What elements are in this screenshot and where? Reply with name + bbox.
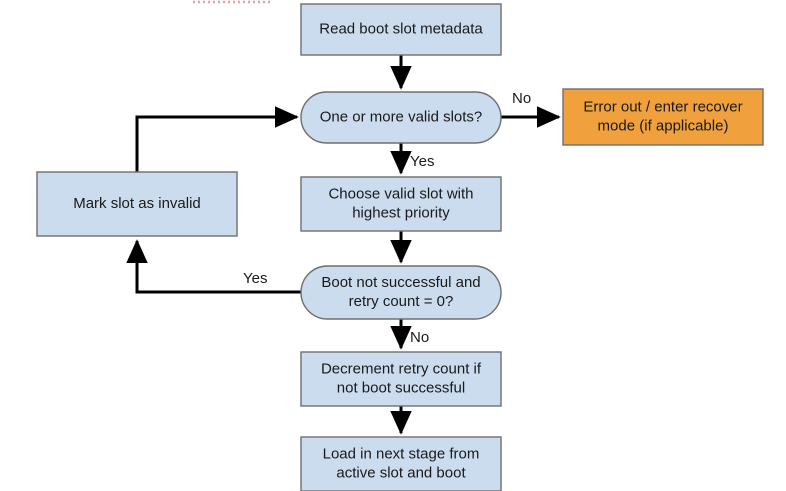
node-shape-process bbox=[300, 3, 502, 56]
edge-label-boot-check-no-to-decrement: No bbox=[410, 329, 429, 346]
node-label-line: Decrement retry count if bbox=[321, 360, 482, 377]
node-label-line: Boot not successful and bbox=[321, 274, 480, 291]
node-label-line: retry count = 0? bbox=[349, 293, 454, 310]
edge-boot-check-no-to-decrement: No bbox=[390, 319, 429, 350]
edge-path bbox=[135, 106, 299, 172]
node-label-line: Load in next stage from bbox=[323, 445, 480, 462]
node-mark-slot-as-invalid[interactable]: Mark slot as invalid bbox=[36, 171, 238, 237]
node-one-or-more-valid-slots[interactable]: One or more valid slots? bbox=[300, 91, 502, 144]
node-label-line: One or more valid slots? bbox=[320, 108, 483, 125]
edge-boot-check-yes-to-mark-invalid: Yes bbox=[126, 239, 301, 294]
edge-valid-slots-yes-to-choose: Yes bbox=[390, 143, 434, 175]
edge-label-valid-slots-yes-to-choose: Yes bbox=[410, 153, 434, 170]
node-choose-valid-slot-highest-priority[interactable]: Choose valid slot with highest priority bbox=[300, 176, 502, 232]
node-boot-not-successful-retry-count-zero[interactable]: Boot not successful and retry count = 0? bbox=[300, 265, 502, 320]
edge-label-valid-slots-no-to-error: No bbox=[512, 90, 531, 107]
node-shape-decision bbox=[300, 265, 502, 320]
node-decrement-retry-count[interactable]: Decrement retry count if not boot success… bbox=[300, 351, 502, 407]
node-label-line: mode (if applicable) bbox=[598, 117, 729, 134]
node-shape-decision bbox=[300, 91, 502, 144]
edge-path bbox=[126, 239, 301, 294]
node-label-line: Mark slot as invalid bbox=[73, 195, 201, 212]
node-read-boot-slot-metadata[interactable]: Read boot slot metadata bbox=[300, 3, 502, 56]
node-shape-process bbox=[300, 176, 502, 232]
node-shape-process bbox=[300, 351, 502, 407]
node-shape-process bbox=[562, 88, 764, 146]
node-label-line: Read boot slot metadata bbox=[319, 20, 483, 37]
node-shape-process bbox=[300, 436, 502, 491]
node-label-line: highest priority bbox=[352, 204, 450, 221]
node-load-next-stage-active-slot[interactable]: Load in next stage from active slot and b… bbox=[300, 436, 502, 491]
node-shape-process bbox=[36, 171, 238, 237]
node-label-line: not boot successful bbox=[337, 379, 465, 396]
node-label-line: active slot and boot bbox=[336, 464, 466, 481]
node-label-line: Choose valid slot with bbox=[328, 185, 473, 202]
edge-valid-slots-no-to-error: No bbox=[501, 90, 561, 128]
node-error-out-enter-recover-mode[interactable]: Error out / enter recover mode (if applic… bbox=[562, 88, 764, 146]
edge-label-boot-check-yes-to-mark-invalid: Yes bbox=[243, 270, 267, 287]
node-label-line: Error out / enter recover bbox=[583, 98, 742, 115]
edge-mark-invalid-to-valid-slots bbox=[135, 106, 299, 172]
